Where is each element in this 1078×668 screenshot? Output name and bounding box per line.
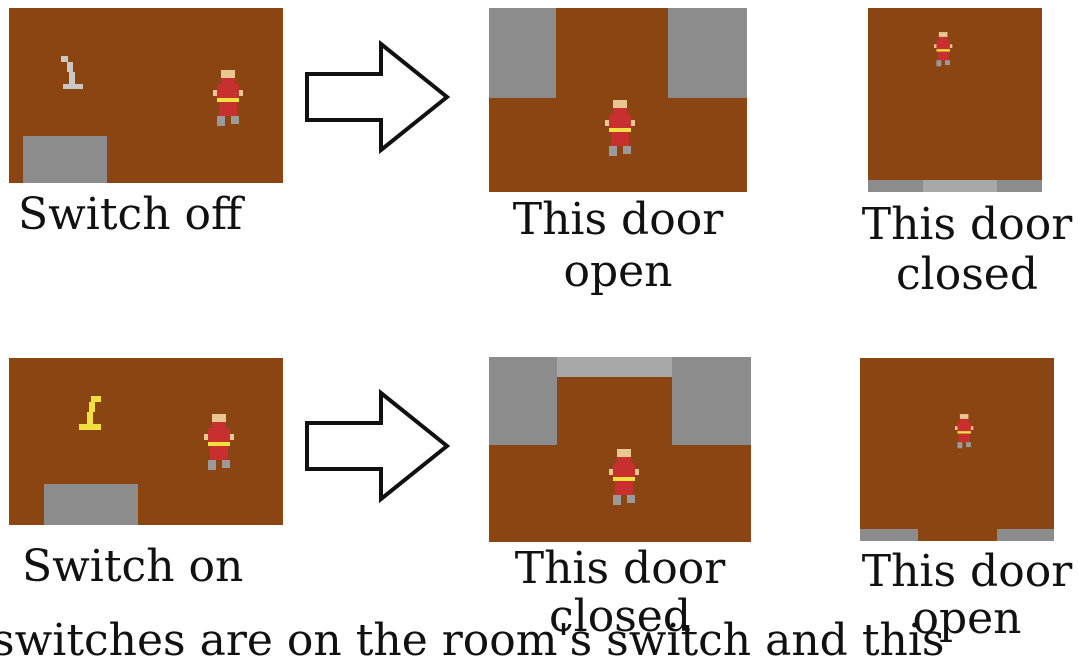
door2-row2-label-line2: open xyxy=(912,593,1022,644)
closed-door xyxy=(557,357,672,377)
switch-on-room xyxy=(9,358,283,525)
right-wall xyxy=(672,357,751,445)
player-sprite xyxy=(605,100,635,156)
player-sprite xyxy=(609,449,639,505)
player-sprite xyxy=(213,70,243,126)
switch-off-icon xyxy=(61,56,83,89)
closed-door xyxy=(923,180,997,192)
door-closed-room xyxy=(489,357,751,542)
door-closed-room xyxy=(868,8,1042,192)
door2-row2-label-line1: This door xyxy=(861,546,1073,597)
door1-row2-label-line2: closed xyxy=(549,591,691,642)
right-arrow-icon xyxy=(305,389,451,504)
switch-on-icon xyxy=(79,396,101,430)
player-sprite xyxy=(204,414,234,470)
door-open-room xyxy=(860,358,1054,541)
footer-text: switches are on the room's switch and th… xyxy=(0,615,945,666)
player-sprite xyxy=(934,32,953,67)
door1-row2-label-line1: This door xyxy=(514,543,726,594)
switch-off-room xyxy=(9,8,283,183)
door-open-room xyxy=(489,8,747,192)
door2-row1-label-line1: This door xyxy=(861,199,1073,250)
bottom-left-wall xyxy=(860,529,918,541)
room-wall-block xyxy=(23,136,107,183)
door1-row1-label-line1: This door xyxy=(512,194,724,245)
door1-row1-label-line2: open xyxy=(563,246,673,297)
door2-row1-label-line2: closed xyxy=(896,249,1038,300)
switch-off-label: Switch off xyxy=(18,189,243,240)
left-wall xyxy=(489,357,557,445)
switch-on-label: Switch on xyxy=(22,541,244,592)
right-wall xyxy=(668,8,747,98)
left-wall xyxy=(489,8,556,98)
right-arrow-icon xyxy=(305,40,451,155)
room-wall-block xyxy=(44,484,138,525)
player-sprite xyxy=(955,414,974,449)
bottom-right-wall xyxy=(997,529,1054,541)
